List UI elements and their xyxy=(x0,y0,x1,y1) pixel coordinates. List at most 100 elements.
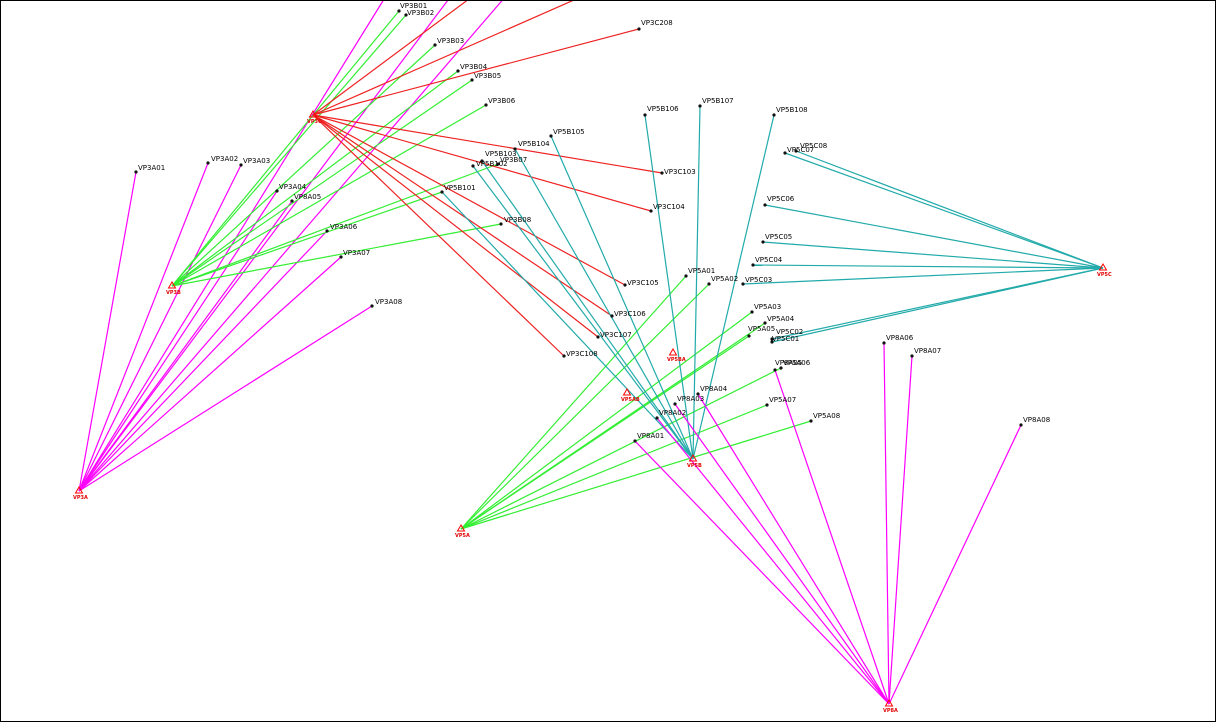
survey-point-p3b01[interactable]: VP3B01 xyxy=(397,2,427,13)
survey-point-p8a05b[interactable]: VP8A05 xyxy=(290,193,321,203)
point-label: VP5A05 xyxy=(748,325,775,333)
survey-point-p3c108[interactable]: VP3C108 xyxy=(562,350,598,358)
point-marker xyxy=(773,368,777,372)
station-s_3c[interactable]: VP3C xyxy=(307,110,322,125)
edge-s_5c-p5c06 xyxy=(764,204,1104,269)
survey-point-p3b04[interactable]: VP3B04 xyxy=(456,63,488,73)
survey-point-p3b08[interactable]: VP3B08 xyxy=(499,216,531,226)
point-marker xyxy=(655,416,659,420)
survey-point-p3a08[interactable]: VP3A08 xyxy=(370,298,402,308)
survey-point-p5c02[interactable]: VP5C02 xyxy=(770,328,803,341)
point-label: VP5A02 xyxy=(711,275,738,283)
station-s_5ba[interactable]: VP5BA xyxy=(667,348,686,363)
edge-s_8a-p8a04 xyxy=(697,393,890,705)
station-s_5a[interactable]: VP5A xyxy=(455,524,470,539)
station-s_3b[interactable]: VP3B xyxy=(166,281,181,296)
survey-point-p3b06[interactable]: VP3B06 xyxy=(484,97,516,107)
station-s_8a[interactable]: VP8A xyxy=(883,699,898,714)
survey-point-p3c106[interactable]: VP3C106 xyxy=(610,310,646,318)
survey-point-p3b02[interactable]: VP3B02 xyxy=(404,9,434,17)
survey-point-p8a01[interactable]: VP8A01 xyxy=(633,432,664,443)
survey-point-p3a02[interactable]: VP3A02 xyxy=(206,155,238,165)
survey-point-p5a04[interactable]: VP5A04 xyxy=(763,315,795,325)
survey-point-p5a03[interactable]: VP5A03 xyxy=(750,303,781,314)
survey-point-p8a05[interactable]: VP8A05 xyxy=(773,359,802,372)
survey-point-p3a07[interactable]: VP3A07 xyxy=(339,249,370,259)
survey-point-p5c08[interactable]: VP5C08 xyxy=(794,142,827,153)
survey-point-p3c105[interactable]: VP3C105 xyxy=(623,279,659,287)
survey-point-p5a05[interactable]: VP5A05 xyxy=(747,325,775,338)
station-s_3a[interactable]: VP3A xyxy=(73,486,88,501)
point-label: VP3B02 xyxy=(407,9,434,17)
station-triangle-icon xyxy=(622,388,632,396)
station-s_5ab[interactable]: VP5AB xyxy=(621,388,640,403)
survey-point-p5a07[interactable]: VP5A07 xyxy=(765,396,796,407)
point-marker xyxy=(440,190,444,194)
survey-point-p3a06[interactable]: VP3A06 xyxy=(325,223,358,233)
point-marker xyxy=(673,402,677,406)
survey-point-p3c104[interactable]: VP3C104 xyxy=(649,203,685,213)
station-s_5b[interactable]: VP5B xyxy=(687,454,702,469)
survey-point-p3a03[interactable]: VP3A03 xyxy=(239,157,270,167)
survey-point-p5c03[interactable]: VP5C03 xyxy=(741,276,772,286)
edge-s_5c-p5c04 xyxy=(752,264,1104,269)
point-label: VP3B01 xyxy=(400,2,427,10)
survey-point-p5b102[interactable]: VP5B102 xyxy=(471,160,508,168)
survey-point-p3b07[interactable]: VP3B07 xyxy=(496,156,527,166)
survey-point-p5b101[interactable]: VP5B101 xyxy=(440,184,476,194)
point-label: VP5C08 xyxy=(800,142,827,150)
survey-point-p3a01[interactable]: VP3A01 xyxy=(134,164,165,174)
survey-point-p8a04[interactable]: VP8A04 xyxy=(696,385,728,396)
survey-point-p5b103[interactable]: VP5B103 xyxy=(480,150,517,163)
survey-point-p5a02[interactable]: VP5A02 xyxy=(707,275,738,286)
survey-point-p5b107[interactable]: VP5B107 xyxy=(698,97,734,108)
survey-point-p5a08[interactable]: VP5A08 xyxy=(809,412,840,423)
edge-s_5b-p5b106 xyxy=(644,114,694,460)
survey-point-p8a08[interactable]: VP8A08 xyxy=(1019,416,1050,427)
survey-point-p5b108[interactable]: VP5B108 xyxy=(772,106,808,117)
survey-point-p5b106[interactable]: VP5B106 xyxy=(643,105,679,117)
point-label: VP5B106 xyxy=(647,105,679,113)
point-label: VP3A04 xyxy=(279,183,307,191)
point-label: VP3C105 xyxy=(627,279,659,287)
point-marker xyxy=(339,255,343,259)
point-label: VP3A07 xyxy=(343,249,370,257)
survey-point-p5b105[interactable]: VP5B105 xyxy=(549,128,585,138)
point-marker xyxy=(549,134,553,138)
survey-point-p5c05[interactable]: VP5C05 xyxy=(761,233,792,244)
survey-point-p3b03[interactable]: VP3B03 xyxy=(433,37,464,47)
edge-s_3a-t3a_top3 xyxy=(78,1,503,492)
survey-point-p8a03[interactable]: VP8A03 xyxy=(673,395,704,406)
station-s_5c[interactable]: VP5C xyxy=(1097,263,1112,278)
survey-point-p5c06[interactable]: VP5C06 xyxy=(763,195,795,207)
survey-point-p3b05[interactable]: VP3B05 xyxy=(470,72,501,82)
survey-point-p3c107[interactable]: VP3C107 xyxy=(596,331,632,339)
survey-point-p8a02[interactable]: VP8A02 xyxy=(655,409,686,420)
point-marker xyxy=(794,149,798,153)
survey-point-p5b104[interactable]: VP5B104 xyxy=(513,140,550,151)
point-marker xyxy=(751,263,755,267)
point-marker xyxy=(660,171,664,175)
point-label: VP5A04 xyxy=(767,315,795,323)
point-marker xyxy=(684,274,688,278)
point-label: VP8A08 xyxy=(1023,416,1050,424)
edge-s_3a-p3a07 xyxy=(78,256,342,492)
survey-point-p3c208[interactable]: VP3C208 xyxy=(637,19,673,31)
survey-point-p5c07[interactable]: VP5C07 xyxy=(783,146,814,155)
station-label: VP5A xyxy=(455,533,470,539)
edge-s_5c-p5c08 xyxy=(795,150,1104,269)
point-marker xyxy=(610,314,614,318)
survey-point-p5c01[interactable]: VP5C01 xyxy=(770,335,799,344)
survey-point-p3a04[interactable]: VP3A04 xyxy=(275,183,307,193)
survey-point-p5c04[interactable]: VP5C04 xyxy=(751,256,783,267)
survey-point-p3c103[interactable]: VP3C103 xyxy=(660,168,696,176)
survey-point-p5a06[interactable]: VP5A06 xyxy=(779,359,811,370)
edge-s_5c-p5c01 xyxy=(771,267,1104,343)
survey-point-p8a06[interactable]: VP8A06 xyxy=(882,334,914,345)
survey-point-p8a07[interactable]: VP8A07 xyxy=(910,347,941,358)
point-marker xyxy=(325,229,329,233)
station-triangle-icon xyxy=(668,348,678,356)
station-label: VP5AB xyxy=(621,397,640,403)
survey-point-p5a01[interactable]: VP5A01 xyxy=(684,267,715,278)
station-layer: VP3A VP3B VP3C VP5A VP5B VP5C VP8A VP5BA VP5AB xyxy=(73,110,1112,714)
